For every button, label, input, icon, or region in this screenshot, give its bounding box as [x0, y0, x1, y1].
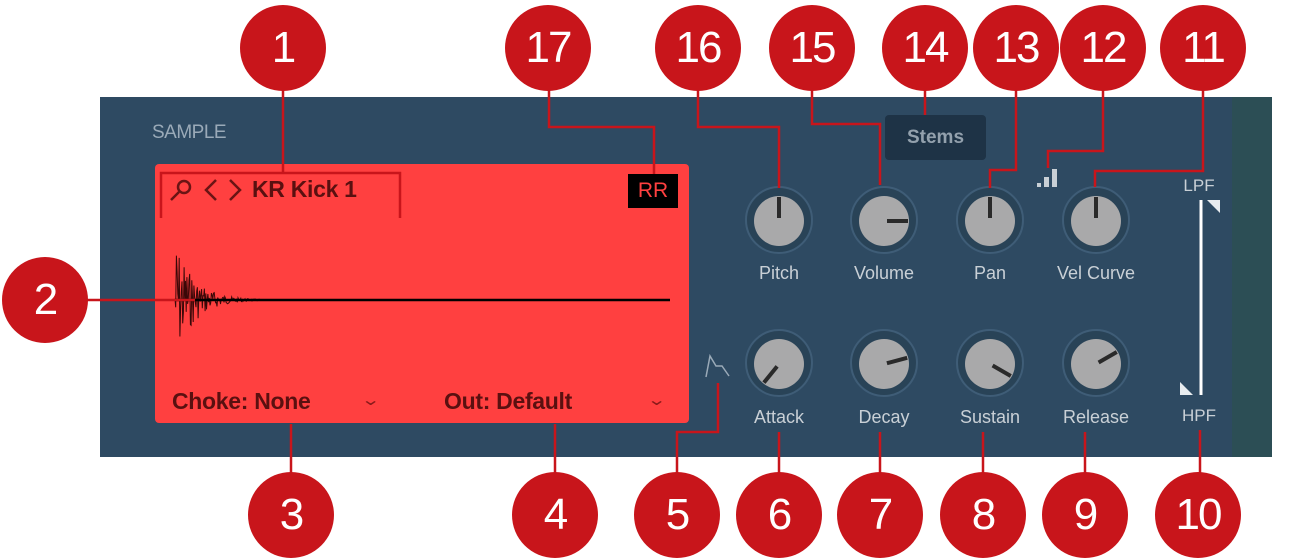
search-icon[interactable] [170, 179, 192, 201]
sample-display [155, 164, 689, 423]
choke-select[interactable]: Choke: None [172, 388, 311, 414]
callout-4: 4 [512, 472, 598, 558]
callout-14: 14 [882, 5, 968, 91]
hpf-handle[interactable] [1180, 382, 1193, 395]
knob-label-decay: Decay [858, 407, 910, 427]
knob-indicator [762, 365, 779, 384]
knob-indicator [886, 355, 908, 366]
knob-label-pan: Pan [973, 263, 1007, 283]
knob-indicator [1097, 350, 1118, 365]
callout-10: 10 [1155, 472, 1241, 558]
waveform [174, 255, 263, 337]
sustain-knob[interactable] [956, 329, 1024, 397]
pitch-knob[interactable] [745, 186, 813, 254]
lpf-handle[interactable] [1207, 200, 1220, 213]
release-knob[interactable] [1062, 329, 1130, 397]
callout-6: 6 [736, 472, 822, 558]
chevron-down-icon[interactable]: ⌄ [360, 392, 381, 409]
callout-2: 2 [2, 257, 88, 343]
callout-7: 7 [837, 472, 923, 558]
panel-title: SAMPLE [152, 122, 227, 143]
knob-indicator [991, 363, 1012, 378]
lpf-label: LPF [1183, 176, 1215, 195]
callout-12: 12 [1060, 5, 1146, 91]
callout-17: 17 [505, 5, 591, 91]
callout-16: 16 [655, 5, 741, 91]
volume-knob[interactable] [850, 186, 918, 254]
callout-9: 9 [1042, 472, 1128, 558]
round-robin-button[interactable]: RR [628, 174, 678, 208]
callout-5: 5 [634, 472, 720, 558]
attack-knob[interactable] [745, 329, 813, 397]
chevron-down-icon[interactable]: ⌄ [646, 392, 667, 409]
velocity-bars-icon [1037, 169, 1057, 187]
knob-label-sustain: Sustain [959, 407, 1021, 427]
callout-13: 13 [973, 5, 1059, 91]
callout-lines [86, 88, 1205, 475]
decay-knob[interactable] [850, 329, 918, 397]
prev-icon[interactable] [204, 179, 217, 201]
callout-8: 8 [940, 472, 1026, 558]
pan-knob[interactable] [956, 186, 1024, 254]
vel-curve-knob[interactable] [1062, 186, 1130, 254]
waveform-path [174, 255, 263, 337]
knob-label-attack: Attack [753, 407, 805, 427]
knob-label-release: Release [1062, 407, 1130, 427]
callout-3: 3 [248, 472, 334, 558]
knob-label-volume: Volume [853, 263, 915, 283]
callout-15: 15 [769, 5, 855, 91]
side-strip [1232, 97, 1272, 457]
sample-name[interactable]: KR Kick 1 [252, 176, 357, 202]
stems-button[interactable]: Stems [885, 115, 986, 160]
output-select[interactable]: Out: Default [444, 388, 572, 414]
next-icon[interactable] [229, 179, 242, 201]
callout-1: 1 [240, 5, 326, 91]
knob-label-pitch: Pitch [758, 263, 800, 283]
callout-11: 11 [1160, 5, 1246, 91]
hpf-label: HPF [1182, 406, 1216, 425]
envelope-icon [705, 353, 730, 378]
knob-label-vel-curve: Vel Curve [1056, 263, 1136, 283]
